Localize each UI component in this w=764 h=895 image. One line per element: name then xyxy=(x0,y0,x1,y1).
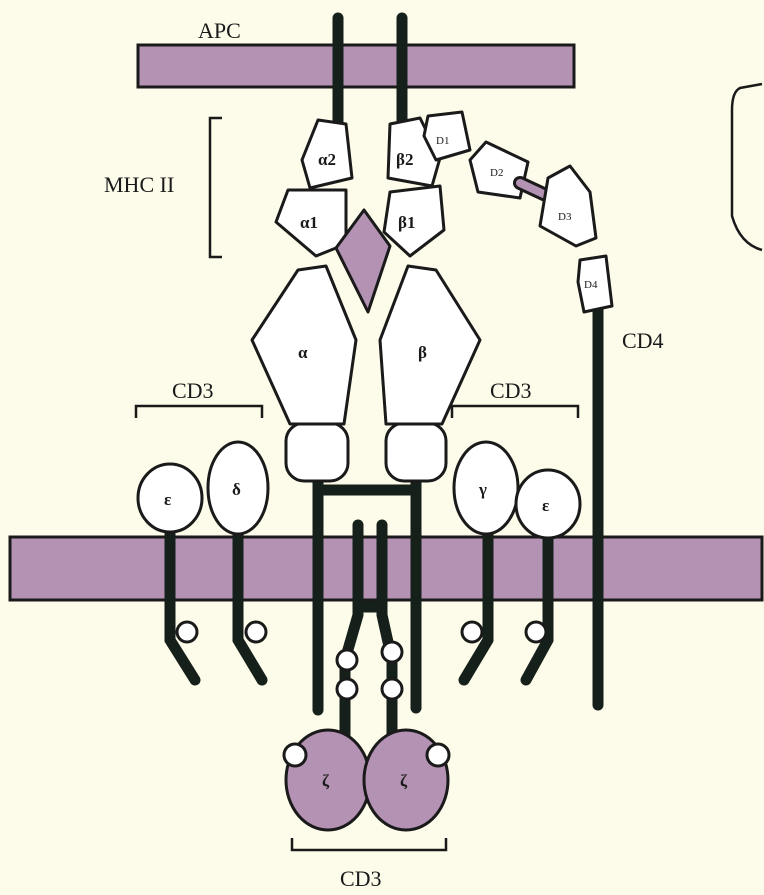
epsilon-left-label: ε xyxy=(164,490,171,509)
cd3-bottom-bracket xyxy=(292,838,446,850)
zeta-itam xyxy=(284,744,306,766)
cd3-left-label: CD3 xyxy=(172,378,214,403)
tcr-beta-variable xyxy=(380,266,480,424)
cd3-itam xyxy=(462,622,482,642)
beta1-label: β1 xyxy=(398,213,415,232)
cd3-itam xyxy=(246,622,266,642)
zeta-itam xyxy=(337,650,357,670)
cd3-right-label: CD3 xyxy=(490,378,532,403)
alpha1-label: α1 xyxy=(300,213,318,232)
epsilon-right-label: ε xyxy=(542,496,549,515)
cd3-left-bracket xyxy=(136,406,262,418)
apc-membrane xyxy=(138,45,574,87)
cd3-itam xyxy=(526,622,546,642)
d1-label: D1 xyxy=(436,135,449,147)
beta2-label: β2 xyxy=(396,150,413,169)
d3-label: D3 xyxy=(558,211,572,223)
cd3-right-bracket xyxy=(452,406,578,418)
alpha2-label: α2 xyxy=(318,150,336,169)
gamma-label: γ xyxy=(478,480,487,499)
tcr-alpha-label: α xyxy=(298,343,308,362)
cd3-itam xyxy=(177,622,197,642)
d4-label: D4 xyxy=(584,279,598,291)
zeta-itam xyxy=(382,679,402,699)
tcr-beta-label: β xyxy=(418,343,427,362)
zeta-left-label: ζ xyxy=(322,771,330,790)
d2-label: D2 xyxy=(490,167,503,179)
mhc-label: MHC II xyxy=(104,172,174,197)
zeta-itam xyxy=(337,679,357,699)
zeta-itam xyxy=(382,642,402,662)
zeta-itam xyxy=(427,744,449,766)
zeta-right-label: ζ xyxy=(400,771,408,790)
tcr-alpha-constant xyxy=(286,423,348,481)
cd4-d3-domain xyxy=(540,166,596,246)
delta-label: δ xyxy=(232,480,241,499)
mhc-bracket xyxy=(210,118,222,257)
apc-label: APC xyxy=(198,18,241,43)
cd4-label: CD4 xyxy=(622,328,664,353)
neighbor-figure-fragment xyxy=(732,84,762,250)
cd3-bottom-label: CD3 xyxy=(340,866,382,891)
tcr-beta-constant xyxy=(386,423,446,481)
